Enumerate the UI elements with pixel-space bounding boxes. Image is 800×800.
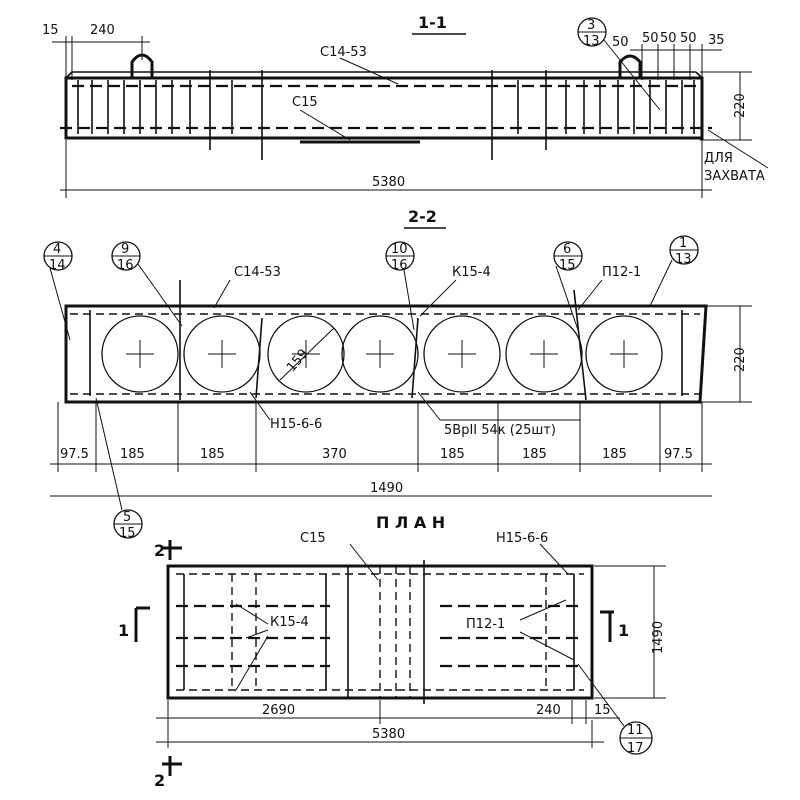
dim-15: 15 [42, 23, 59, 38]
dim-chain-7: 185 [602, 447, 627, 462]
plan-dim-15: 15 [594, 703, 611, 718]
hollow-cores [101, 315, 663, 393]
hollow-core-4 [341, 315, 419, 393]
svg-text:2: 2 [154, 771, 165, 790]
stirrups-right [491, 70, 695, 160]
dim-total-1490: 1490 [370, 481, 403, 496]
diameter-line [279, 327, 335, 381]
plan-dim-240: 240 [536, 703, 561, 718]
cut-marker-1-left: 1 [118, 606, 150, 642]
section-1-1: 1-1 [42, 13, 769, 198]
dim-50a: 50 [612, 35, 629, 50]
dim-chain-8: 97.5 [664, 447, 693, 462]
svg-text:17: 17 [627, 741, 644, 756]
callout-4-14: 4 14 [43, 241, 73, 341]
svg-text:13: 13 [675, 252, 692, 267]
callout-11-17: 11 17 [577, 663, 653, 756]
hollow-core-2 [183, 315, 261, 393]
hollow-core-6 [505, 315, 583, 393]
callout-5-15: 5 15 [95, 397, 143, 541]
plan-label-p121: П12-1 [466, 617, 505, 632]
plan-rebar-center [347, 560, 425, 704]
plan-view: П Л А Н С15 [118, 513, 666, 790]
callout-3-13: 3 13 [577, 17, 661, 111]
svg-text:11: 11 [627, 723, 644, 738]
dim-chain: 97.5 185 185 370 185 185 185 97.5 [50, 402, 712, 472]
hollow-core-5 [423, 315, 501, 393]
svg-text:10: 10 [391, 242, 408, 257]
dim-50c: 50 [660, 31, 677, 46]
svg-text:16: 16 [117, 258, 134, 273]
dim-diameter: 159 [284, 346, 311, 375]
callout-9-16: 9 16 [111, 241, 183, 327]
plan-label-k154: К15-4 [270, 615, 309, 630]
plan-dim-5380: 5380 [372, 727, 405, 742]
plan-rebar-left [176, 574, 330, 690]
label-bars: 5ВрII 54к (25шт) [444, 423, 556, 438]
plan-title: П Л А Н [376, 513, 445, 532]
section-1-title: 1-1 [418, 13, 447, 32]
svg-text:2: 2 [154, 541, 165, 560]
cut-marker-2-top: 2 [154, 540, 182, 560]
svg-text:1: 1 [118, 621, 129, 640]
plan-label-n1566: Н15-6-6 [496, 531, 548, 546]
svg-text:4: 4 [53, 242, 61, 257]
hollow-core-1 [101, 315, 179, 393]
plan-dim-2690: 2690 [262, 703, 295, 718]
dim-chain-3: 185 [200, 447, 225, 462]
svg-text:3: 3 [587, 18, 595, 33]
dim-chain-6: 185 [522, 447, 547, 462]
label-c15: С15 [292, 95, 318, 110]
callout-10-16: 10 16 [385, 241, 415, 331]
cut-marker-1-right: 1 [600, 610, 629, 642]
plan-dim-1490: 1490 [651, 621, 666, 654]
dim-35: 35 [708, 33, 725, 48]
svg-text:9: 9 [121, 242, 129, 257]
label-p121: П12-1 [602, 265, 641, 280]
leader-c1453 [339, 57, 399, 85]
dim-50b: 50 [642, 31, 659, 46]
dim-240: 240 [90, 23, 115, 38]
svg-text:14: 14 [49, 258, 66, 273]
dim-chain-5: 185 [440, 447, 465, 462]
svg-text:13: 13 [583, 34, 600, 49]
label-c1453: С14-53 [320, 45, 367, 60]
leader-c15 [299, 109, 351, 141]
label-k154: К15-4 [452, 265, 491, 280]
label-c1453: С14-53 [234, 265, 281, 280]
svg-text:1: 1 [618, 621, 629, 640]
stirrups-left [77, 70, 263, 160]
callout-1-13: 1 13 [649, 235, 699, 307]
plan-rebar-right [440, 574, 584, 690]
svg-text:1: 1 [679, 236, 687, 251]
svg-text:5: 5 [123, 510, 131, 525]
label-for-grip-2: ЗАХВАТА [704, 169, 765, 184]
svg-text:16: 16 [391, 258, 408, 273]
dim-chain-4: 370 [322, 447, 347, 462]
leader-for-grip [707, 129, 769, 169]
svg-text:15: 15 [559, 258, 576, 273]
label-n1566: Н15-6-6 [270, 417, 322, 432]
dim-chain-1: 97.5 [60, 447, 89, 462]
dim-220: 220 [733, 93, 748, 118]
svg-text:6: 6 [563, 242, 571, 257]
hollow-core-3 [267, 315, 345, 393]
lifting-loop-right [618, 54, 642, 78]
cut-marker-2-bottom: 2 [154, 756, 182, 790]
dim-5380: 5380 [372, 175, 405, 190]
label-for-grip-1: ДЛЯ [704, 151, 733, 166]
dim-50d: 50 [680, 31, 697, 46]
section-2-2: 2-2 159 4 14 [43, 207, 752, 541]
callout-6-15: 6 15 [553, 241, 583, 331]
plan-label-c15: С15 [300, 531, 326, 546]
dim-chain-2: 185 [120, 447, 145, 462]
dim-220: 220 [733, 347, 748, 372]
svg-text:15: 15 [119, 526, 136, 541]
hollow-core-7 [585, 315, 663, 393]
section-2-title: 2-2 [408, 207, 437, 226]
